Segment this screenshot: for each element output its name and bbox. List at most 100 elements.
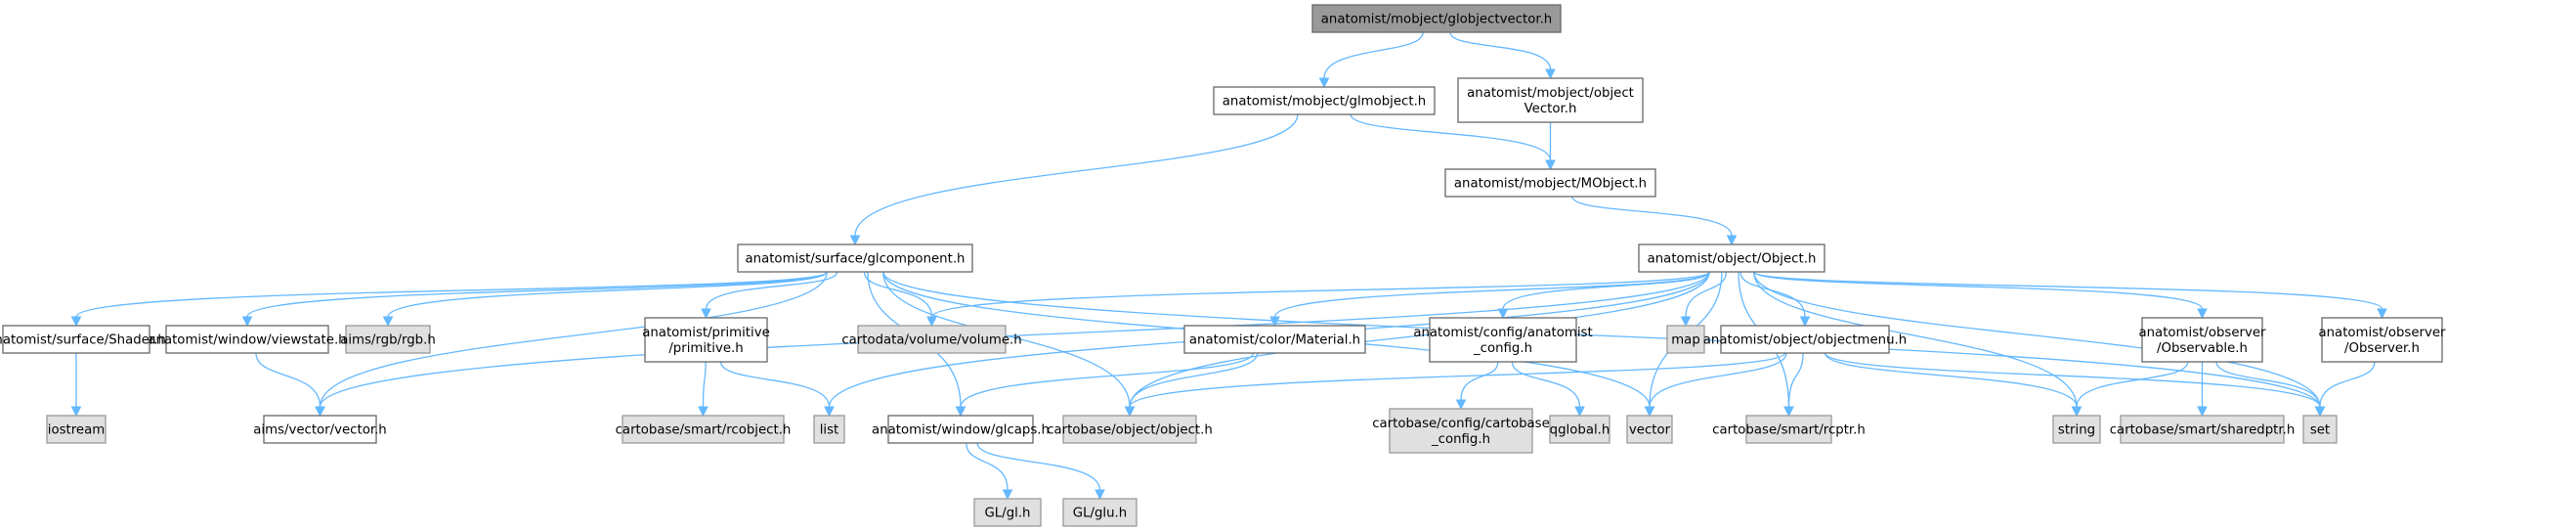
node-anatomist-mobject-globjectvector-h[interactable]: anatomist/mobject/globjectvector.h — [1311, 4, 1562, 33]
arrowhead-n5-to-n15 — [2197, 308, 2208, 320]
arrowhead-n16-to-n29 — [2314, 406, 2326, 418]
node-label: cartobase/object/object.h — [1047, 423, 1213, 438]
node-box — [46, 415, 107, 444]
edge-n4-to-n6 — [75, 271, 828, 318]
edge-n4-to-n18 — [319, 271, 828, 408]
edge-n1-to-n3 — [1350, 113, 1552, 161]
node-box — [2, 325, 150, 354]
edge-n5-to-n22 — [1129, 271, 1710, 408]
node-label: /primitive.h — [668, 341, 743, 356]
edge-n5-to-n16 — [1753, 271, 2383, 310]
node-label: anatomist/surface/Shader.h — [0, 333, 166, 348]
node-box — [1745, 415, 1832, 444]
edge-n0-to-n2 — [1449, 31, 1552, 70]
node-vector: vector — [1626, 415, 1673, 444]
edge-n14-to-n29 — [1824, 352, 2321, 408]
node-label: anatomist/object/Object.h — [1648, 252, 1817, 267]
node-label: anatomist/window/viewstate.h — [148, 333, 346, 348]
edge-n12-to-n24 — [1511, 361, 1581, 408]
node-label: anatomist/mobject/MObject.h — [1454, 177, 1647, 192]
arrowhead-n14-to-n22 — [1124, 406, 1136, 418]
node-anatomist-surface-shader-h[interactable]: anatomist/surface/Shader.h — [0, 325, 166, 354]
node-gl-glu-h: GL/glu.h — [1062, 498, 1138, 527]
node-box — [644, 317, 768, 363]
node-anatomist-observer-observer-h[interactable]: anatomist/observer/Observer.h — [2318, 317, 2446, 363]
node-box — [1429, 317, 1577, 363]
node-box — [2302, 415, 2338, 444]
node-label: Vector.h — [1524, 102, 1577, 116]
node-gl-gl-h: GL/gl.h — [973, 498, 1042, 527]
node-box — [1389, 408, 1533, 454]
node-box — [813, 415, 845, 444]
node-anatomist-window-glcaps-h[interactable]: anatomist/window/glcaps.h — [872, 415, 1050, 444]
edge-n5-to-n10 — [930, 271, 1710, 318]
arrowhead-n0-to-n2 — [1545, 68, 1556, 80]
arrowhead-n21-to-n30 — [1002, 489, 1013, 501]
arrowhead-n21-to-n31 — [1095, 489, 1105, 501]
node-label: aims/vector/vector.h — [253, 423, 386, 438]
node-label: GL/glu.h — [1073, 507, 1127, 521]
node-box — [1549, 415, 1610, 444]
node-aims-vector-vector-h[interactable]: aims/vector/vector.h — [253, 415, 387, 444]
node-map: map — [1666, 325, 1705, 354]
node-label: _config.h — [1473, 341, 1532, 356]
edge-n14-to-n25 — [1649, 352, 1787, 408]
node-label: GL/gl.h — [985, 507, 1031, 521]
edge-n9-to-n20 — [719, 361, 831, 408]
edge-n9-to-n19 — [702, 361, 707, 408]
edge-n14-to-n27 — [1824, 352, 2078, 408]
node-label: anatomist/observer — [2138, 326, 2266, 340]
node-anatomist-observer-observable-h[interactable]: anatomist/observer/Observable.h — [2138, 317, 2266, 363]
node-box — [1062, 415, 1197, 444]
node-anatomist-surface-glcomponent-h[interactable]: anatomist/surface/glcomponent.h — [737, 243, 973, 273]
node-box — [2052, 415, 2101, 444]
edge-n5-to-n11 — [1273, 271, 1710, 318]
edge-n4-to-n10 — [863, 271, 933, 318]
arrowhead-n12-to-n23 — [1455, 399, 1467, 411]
node-cartobase-object-object-h: cartobase/object/object.h — [1047, 415, 1213, 444]
arrowhead-n15-to-n28 — [2197, 406, 2208, 418]
edge-n3-to-n5 — [1571, 196, 1733, 237]
node-label: anatomist/window/glcaps.h — [872, 423, 1050, 438]
node-box — [1444, 168, 1656, 198]
node-label: iostream — [48, 423, 105, 438]
node-box — [2321, 317, 2443, 363]
arrowhead-n14-to-n25 — [1644, 406, 1655, 418]
arrowhead-n4-to-n8 — [382, 316, 394, 328]
arrowhead-n11-to-n21 — [955, 406, 966, 418]
arrowhead-n12-to-n24 — [1574, 406, 1585, 418]
edge-n5-to-n18 — [319, 271, 1710, 408]
arrowhead-n9-to-n20 — [824, 406, 835, 418]
edge-n1-to-n4 — [854, 113, 1299, 237]
node-set: set — [2302, 415, 2338, 444]
arrowhead-n7-to-n18 — [315, 406, 325, 418]
node-anatomist-mobject-mobject-h[interactable]: anatomist/mobject/MObject.h — [1444, 168, 1656, 198]
node-aims-rgb-rgb-h: aims/rgb/rgb.h — [340, 325, 436, 354]
node-anatomist-config-anatomist-config-h[interactable]: anatomist/config/anatomist_config.h — [1413, 317, 1593, 363]
node-box — [165, 325, 329, 354]
node-label: anatomist/mobject/globjectvector.h — [1321, 13, 1552, 27]
node-iostream: iostream — [46, 415, 107, 444]
node-box — [737, 243, 973, 273]
node-anatomist-primitive-primitive-h[interactable]: anatomist/primitive/primitive.h — [642, 317, 770, 363]
edge-n16-to-n29 — [2319, 361, 2376, 408]
node-anatomist-window-viewstate-h[interactable]: anatomist/window/viewstate.h — [148, 325, 347, 354]
node-label: qglobal.h — [1550, 423, 1610, 438]
node-anatomist-object-objectmenu-h[interactable]: anatomist/object/objectmenu.h — [1703, 325, 1907, 354]
edge-n4-to-n8 — [387, 271, 828, 318]
edge-n4-to-n29 — [882, 271, 2321, 408]
node-label: anatomist/object/objectmenu.h — [1703, 333, 1907, 348]
node-box — [857, 325, 1007, 354]
node-box — [2141, 317, 2263, 363]
node-anatomist-object-object-h[interactable]: anatomist/object/Object.h — [1638, 243, 1825, 273]
node-anatomist-color-material-h[interactable]: anatomist/color/Material.h — [1183, 325, 1366, 354]
node-label: anatomist/surface/glcomponent.h — [746, 252, 966, 267]
edge-n12-to-n23 — [1460, 361, 1499, 401]
node-label: string — [2058, 423, 2095, 438]
arrowhead-n5-to-n13 — [1680, 316, 1692, 328]
node-box — [622, 415, 785, 444]
arrowhead-n3-to-n5 — [1726, 235, 1738, 246]
node-anatomist-mobject-glmobject-h[interactable]: anatomist/mobject/glmobject.h — [1213, 86, 1436, 115]
